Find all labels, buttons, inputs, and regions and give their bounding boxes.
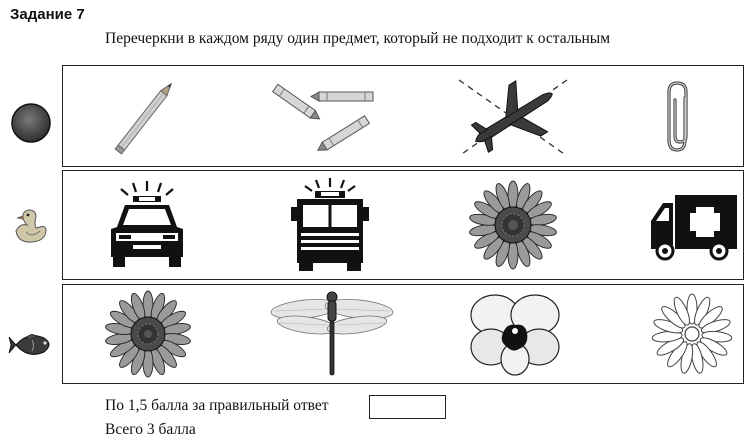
score-input-box[interactable] (369, 395, 446, 419)
sunflower-icon[interactable] (467, 179, 559, 271)
task-instruction: Перечеркни в каждом ряду один предмет, к… (105, 30, 611, 47)
items-row-3 (62, 284, 744, 384)
total-score-text: Всего 3 балла (105, 421, 196, 438)
orchid-icon[interactable] (465, 289, 565, 379)
items-row-2 (62, 170, 744, 280)
daisy-icon[interactable] (647, 289, 737, 379)
dragonfly-icon[interactable] (267, 287, 397, 379)
crayons-icon[interactable] (263, 76, 393, 158)
police-car-icon[interactable] (103, 179, 193, 271)
task-title: Задание 7 (10, 6, 85, 23)
score-instruction: По 1,5 балла за правильный ответ (105, 397, 329, 414)
airplane-icon[interactable] (455, 74, 573, 160)
circle-icon (11, 103, 51, 143)
ambulance-icon[interactable] (647, 191, 739, 261)
sunflower-icon[interactable] (103, 289, 193, 379)
fish-icon (8, 334, 50, 355)
pencil-icon[interactable] (101, 76, 191, 156)
items-row-1 (62, 65, 744, 167)
fire-truck-icon[interactable] (285, 177, 375, 273)
duck-icon (15, 209, 47, 243)
paperclip-icon[interactable] (659, 78, 699, 156)
